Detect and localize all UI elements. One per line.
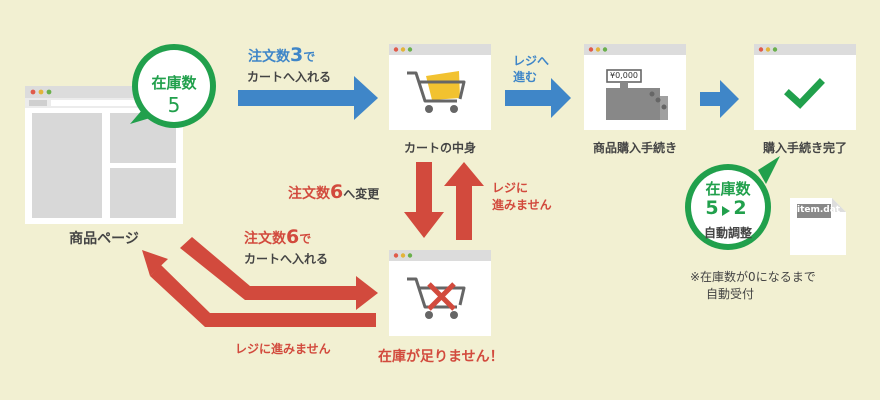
top-order-text: 注文数3で [248, 44, 315, 66]
cannot-proceed-bottom-label: レジに進みません [235, 342, 331, 356]
change-order-qty: 6 [330, 181, 344, 203]
adjust-badge-to: 2 [733, 197, 747, 219]
arrow-order-to-cart [180, 237, 378, 310]
bottom-order-text: 注文数6で [244, 226, 311, 248]
checkout-complete-label: 購入手続き完了 [762, 141, 847, 155]
arrow-to-cart [238, 76, 378, 120]
to-register-line1: レジへ [513, 54, 550, 68]
change-order-prefix: 注文数 [288, 186, 330, 202]
arrow-up-back [444, 162, 484, 240]
change-order-text: 注文数6へ変更 [288, 181, 379, 203]
register-display: ¥0,000 [610, 71, 638, 80]
to-register-line2: 進む [513, 70, 538, 84]
complete-window [754, 44, 856, 130]
cart-contents-label: カートの中身 [403, 141, 476, 155]
stock-badge-title: 在庫数 [151, 74, 197, 92]
arrow-to-register [505, 78, 571, 118]
adjust-badge-title: 在庫数 [705, 180, 751, 198]
arrow-to-complete [700, 80, 739, 118]
checkout-procedure-label: 商品購入手続き [592, 141, 677, 155]
checkmark-icon [784, 78, 825, 109]
top-order-line2: カートへ入れる [247, 70, 332, 84]
top-order-suffix: で [303, 50, 316, 64]
error-x-icon [427, 282, 456, 311]
data-file-name: item.dat [797, 205, 841, 215]
adjust-badge-from: 5 [705, 197, 719, 219]
stock-badge-value: 5 [167, 93, 181, 117]
product-page-label: 商品ページ [69, 231, 139, 247]
auto-note-line2: 自動受付 [706, 287, 755, 301]
stock-badge [130, 44, 216, 128]
bottom-order-suffix: で [299, 232, 312, 246]
bottom-order-prefix: 注文数 [244, 231, 286, 247]
cash-register-icon [606, 69, 668, 120]
top-order-qty: 3 [290, 44, 304, 66]
arrow-cart-to-product [142, 250, 376, 327]
cart-full-icon [407, 71, 466, 113]
bottom-order-line2: カートへ入れる [244, 252, 329, 266]
cannot-proceed-right-line2: 進みません [492, 198, 552, 212]
bottom-order-qty: 6 [286, 226, 300, 248]
adjust-badge-caption: 自動調整 [703, 226, 752, 240]
cart-error-window [389, 250, 491, 336]
cannot-proceed-right-line1: レジに [492, 181, 529, 195]
out-of-stock-label: 在庫が足りません！ [378, 349, 504, 365]
arrow-down-change [404, 162, 444, 238]
top-order-prefix: 注文数 [248, 49, 290, 65]
change-order-suffix: へ変更 [343, 187, 380, 201]
auto-note-line1: ※在庫数が0になるまで [690, 270, 816, 284]
adjust-badge [685, 156, 780, 250]
data-file-icon [790, 198, 846, 255]
